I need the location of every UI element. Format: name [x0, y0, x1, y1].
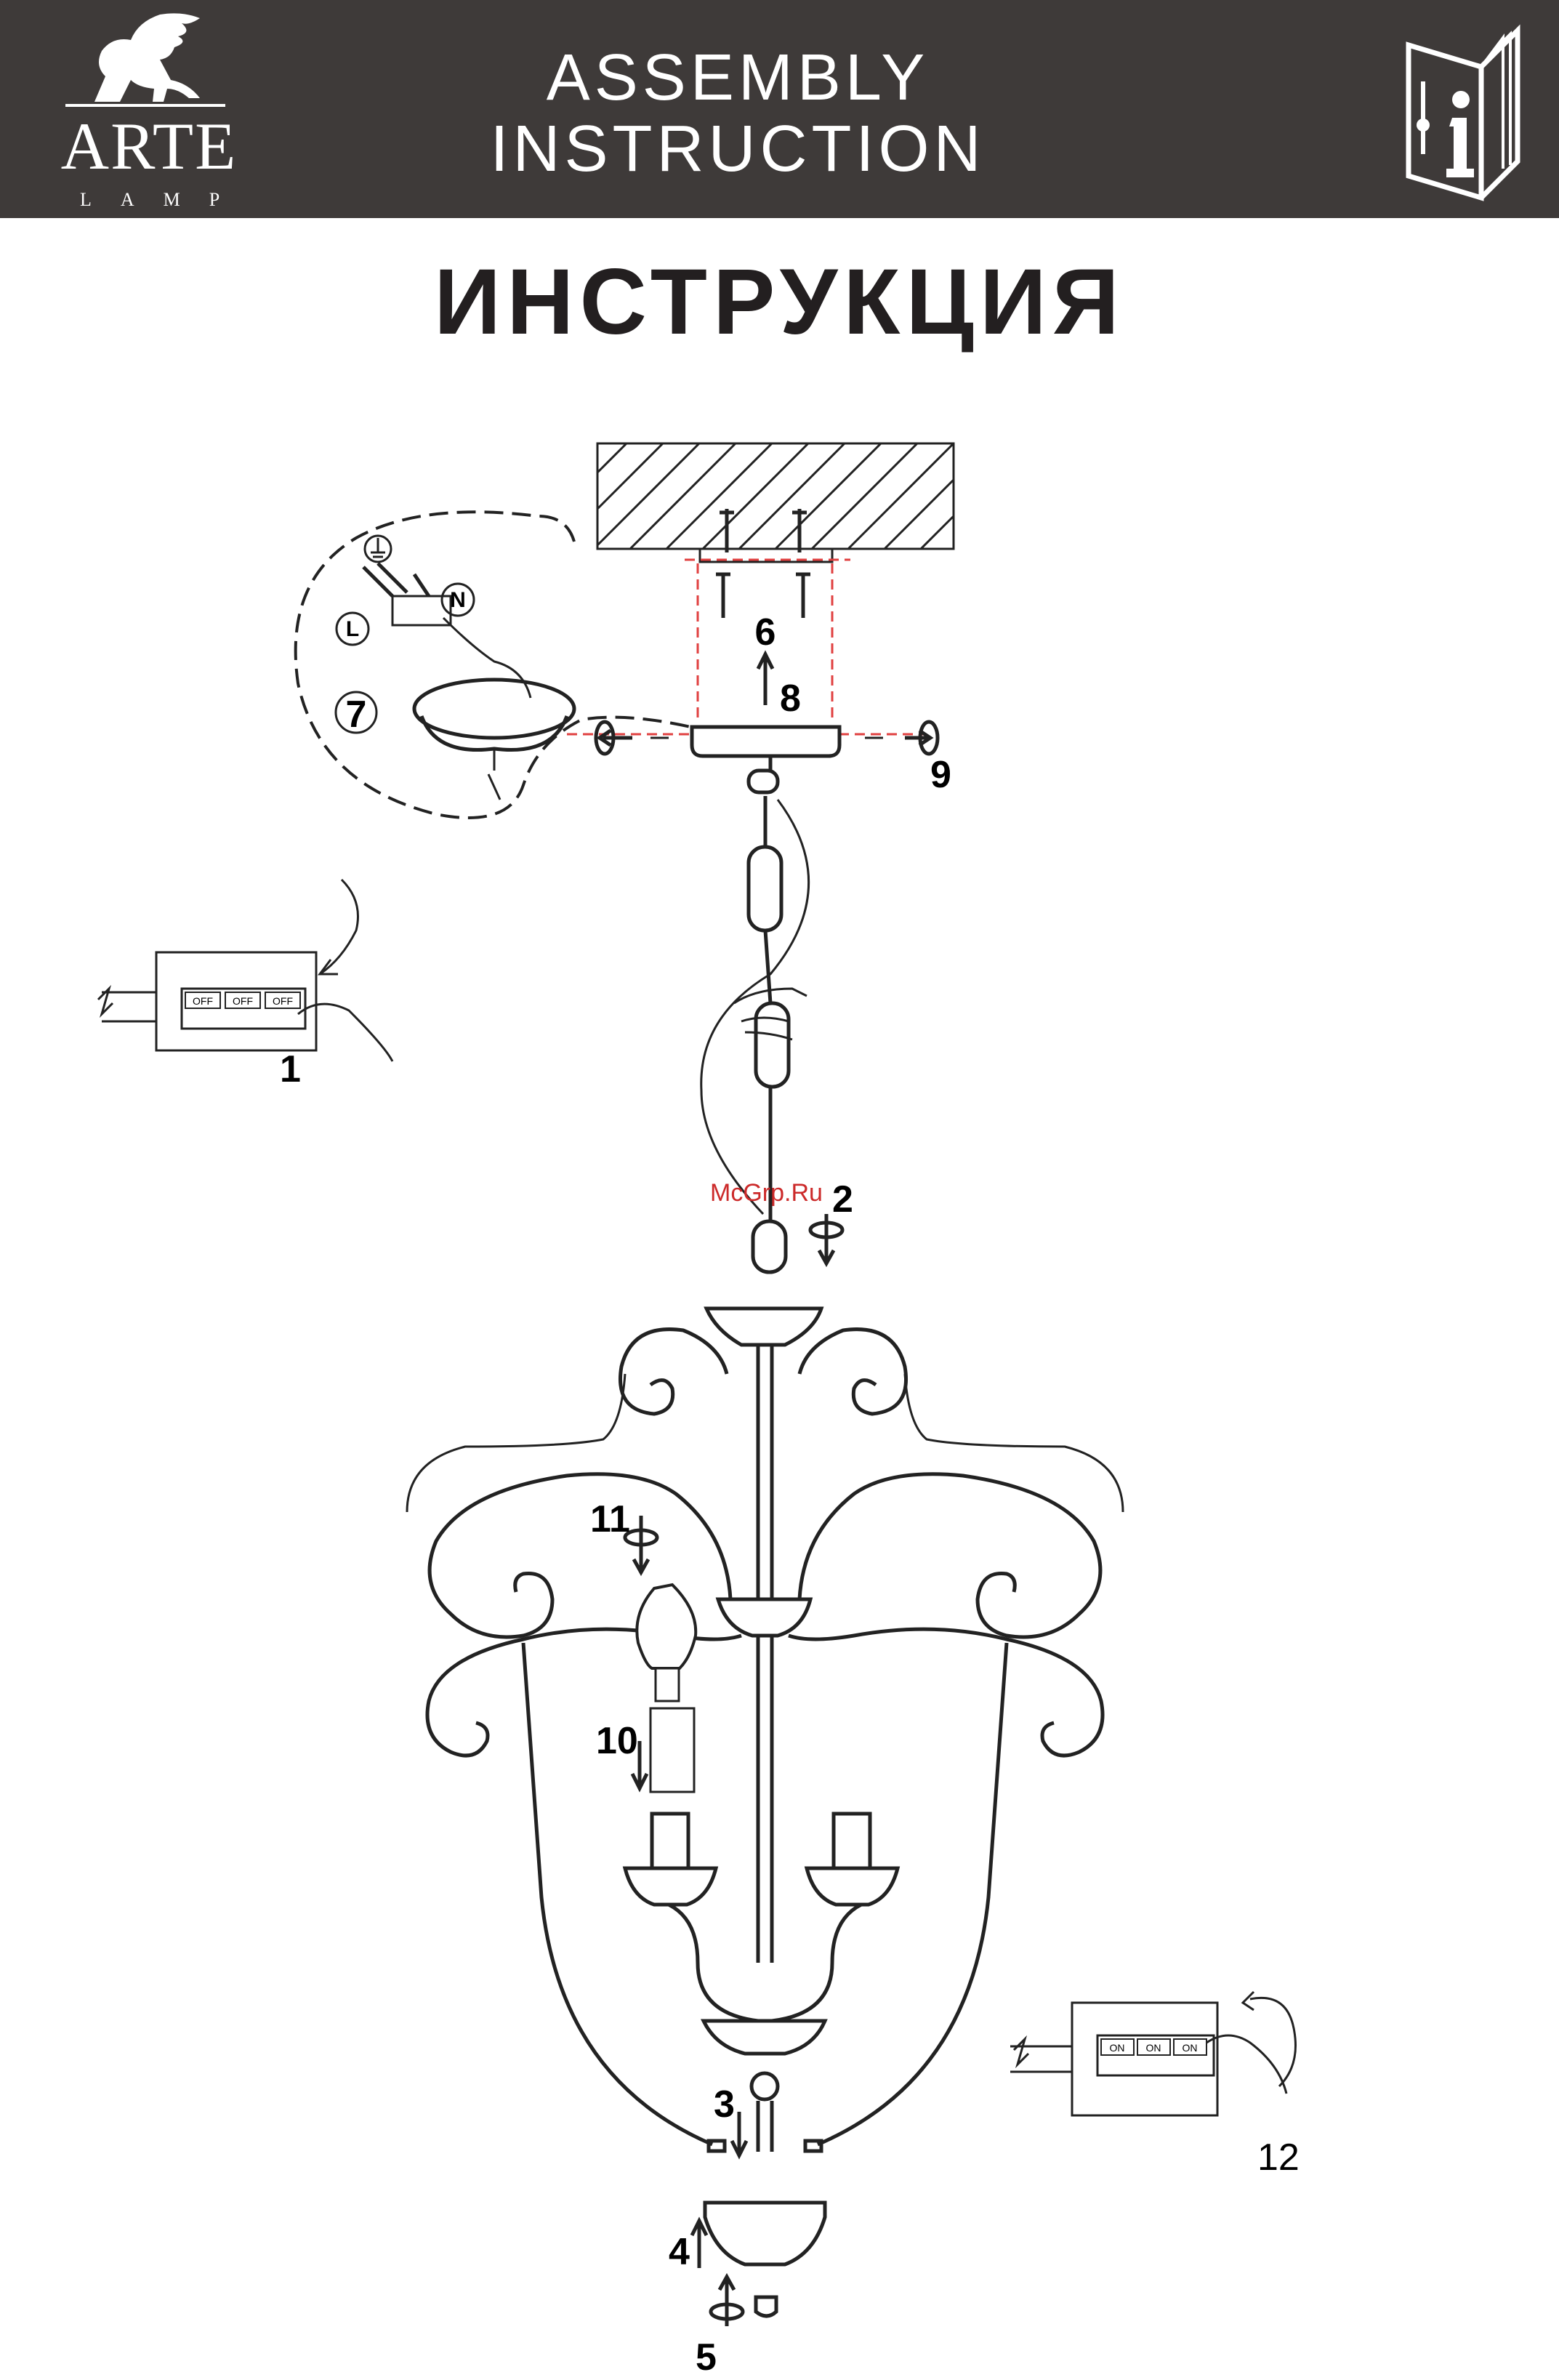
ceiling-hatch [597, 443, 954, 549]
rotate-arrow-step2 [810, 1214, 842, 1263]
step-label-10: 10 [596, 1720, 638, 1762]
canopy [692, 654, 839, 756]
page-title-russian: ИНСТРУКЦИЯ [0, 256, 1559, 349]
step-label-1: 1 [280, 1048, 301, 1090]
arrow-step4 [692, 2221, 706, 2268]
switch-on-label-3: ON [1183, 2042, 1198, 2054]
switch-on-label-1: ON [1110, 2042, 1125, 2054]
wire-label-neutral: N [450, 588, 466, 612]
switch-off-label-3: OFF [273, 995, 293, 1007]
wire-label-live: L [346, 617, 359, 641]
header-bar: ARTE LAMP ASSEMBLY INSTRUCTION [0, 0, 1559, 218]
step-label-12: 12 [1257, 2136, 1300, 2179]
switch-on-label-2: ON [1146, 2042, 1161, 2054]
assembly-diagram: 6 8 9 7 1 2 11 10 3 4 5 12 L N OFF OFF O… [0, 407, 1559, 2380]
mounting-anchors [700, 509, 832, 618]
step-label-8: 8 [780, 678, 801, 720]
step-label-4: 4 [669, 2231, 690, 2273]
wiring-detail [296, 512, 690, 818]
header-title-line2: INSTRUCTION [0, 116, 1475, 182]
chandelier-frame [407, 1308, 1123, 2316]
step-label-7: 7 [346, 694, 367, 736]
switch-off-label-2: OFF [233, 995, 253, 1007]
step-label-9: 9 [930, 754, 951, 796]
watermark: McGrp.Ru [710, 1179, 823, 1207]
step-label-6: 6 [755, 611, 776, 654]
switch-off-label-1: OFF [193, 995, 213, 1007]
step-label-2: 2 [832, 1178, 853, 1221]
arrow-step5 [711, 2277, 743, 2326]
switch-panel-on [1010, 1992, 1296, 2115]
manual-info-icon [1394, 16, 1532, 202]
guide-lines [567, 560, 923, 734]
step-label-3: 3 [714, 2083, 735, 2126]
header-title-line1: ASSEMBLY [0, 45, 1475, 110]
step-label-5: 5 [696, 2336, 717, 2379]
switch-panel-off [98, 880, 392, 1061]
brand-subtitle: LAMP [51, 189, 247, 211]
step-label-11: 11 [590, 1498, 630, 1540]
